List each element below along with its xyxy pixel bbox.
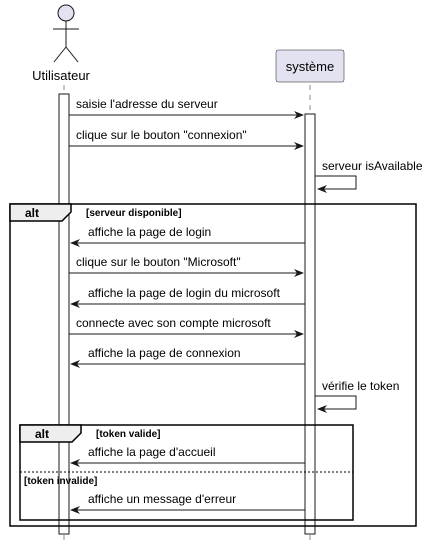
alt-fragment-outer-tab [9, 203, 72, 222]
message-6: affiche la page de login du microsoft [70, 286, 305, 308]
alt-fragment-inner-tab [19, 424, 82, 443]
message-4: affiche la page de login [70, 225, 305, 247]
message-3-self: serveur isAvailable [315, 159, 423, 193]
message-3-label: serveur isAvailable [322, 159, 423, 173]
message-1-label: saisie l'adresse du serveur [76, 97, 218, 111]
message-10: affiche la page d'accueil [70, 445, 305, 467]
system-activation-bar [304, 113, 316, 535]
alt-outer-keyword: alt [25, 206, 39, 220]
actor-activation-bar [58, 93, 70, 535]
message-7-label: connecte avec son compte microsoft [76, 316, 271, 330]
alt-inner-else-guard: [token invalide] [24, 476, 97, 487]
message-11: affiche un message d'erreur [70, 492, 305, 514]
message-5: clique sur le bouton "Microsoft" [69, 255, 304, 277]
actor-label: Utilisateur [32, 68, 90, 83]
message-9-self: vérifie le token [315, 379, 399, 413]
message-2-label: clique sur le bouton "connexion" [76, 128, 247, 142]
message-6-label: affiche la page de login du microsoft [88, 286, 281, 300]
alt-inner-guard: [token valide] [96, 429, 160, 440]
message-5-label: clique sur le bouton "Microsoft" [76, 255, 241, 269]
message-2: clique sur le bouton "connexion" [69, 128, 304, 150]
message-11-label: affiche un message d'erreur [88, 492, 236, 506]
message-4-label: affiche la page de login [88, 225, 211, 239]
alt-inner-keyword: alt [35, 427, 49, 441]
system-participant-box [275, 49, 345, 83]
message-10-label: affiche la page d'accueil [88, 445, 216, 459]
alt-outer-guard: [serveur disponible] [86, 208, 182, 219]
system-participant-label: système [286, 59, 334, 74]
message-1: saisie l'adresse du serveur [69, 97, 304, 119]
message-9-label: vérifie le token [322, 379, 399, 393]
message-8: affiche la page de connexion [70, 346, 305, 368]
actor-stick-figure-icon [53, 4, 79, 63]
message-7: connecte avec son compte microsoft [69, 316, 304, 338]
message-8-label: affiche la page de connexion [88, 346, 241, 360]
alt-fragment-outer [9, 203, 417, 527]
